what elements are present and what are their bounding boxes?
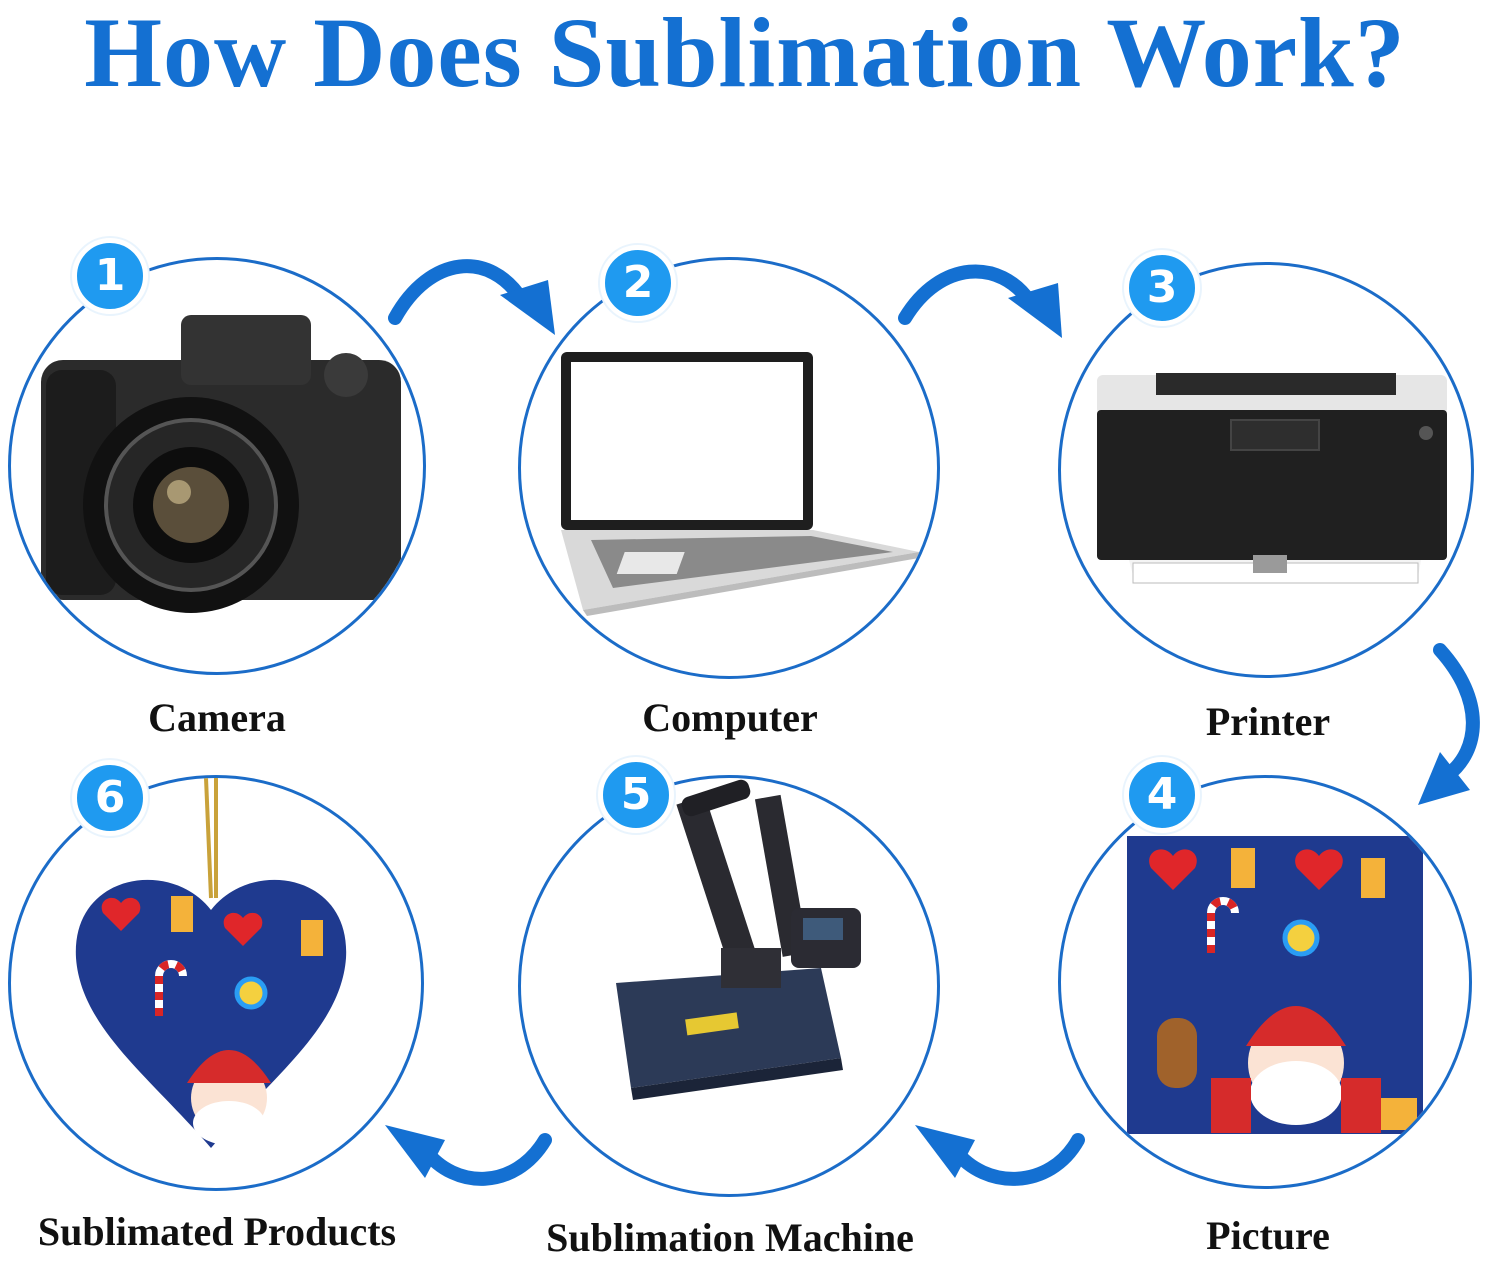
step-label: Printer xyxy=(1205,699,1331,744)
step-number-badge: 5 xyxy=(598,757,674,833)
step-circle xyxy=(1058,775,1472,1189)
arrow-1-to-2 xyxy=(388,259,555,335)
step-number-badge: 4 xyxy=(1124,757,1200,833)
heat-press-icon xyxy=(616,779,861,1100)
arrow-5-to-6 xyxy=(385,1125,552,1186)
step-number-badge: 3 xyxy=(1124,250,1200,326)
camera-icon xyxy=(41,315,401,613)
step-number-badge: 1 xyxy=(72,238,148,314)
step-label: Camera xyxy=(148,695,286,740)
step-circle xyxy=(518,257,940,679)
step-label: Computer xyxy=(642,695,818,740)
arrow-4-to-5 xyxy=(915,1125,1085,1186)
step-number-badge: 2 xyxy=(600,245,676,321)
step-circle xyxy=(518,775,940,1197)
page-title: How Does Sublimation Work? xyxy=(84,0,1406,108)
laptop-icon xyxy=(561,352,919,616)
christmas-print-icon xyxy=(1127,836,1423,1134)
arrow-3-to-4 xyxy=(1418,643,1480,805)
printer-icon xyxy=(1097,373,1447,584)
step-number-badge: 6 xyxy=(72,760,148,836)
step-label: Sublimated Products xyxy=(37,1209,397,1254)
step-label: Sublimation Machine xyxy=(546,1215,914,1260)
step-circle xyxy=(8,257,426,675)
step-circle xyxy=(1058,262,1474,678)
step-label: Picture xyxy=(1206,1213,1330,1258)
arrow-2-to-3 xyxy=(898,264,1062,338)
step-circle xyxy=(8,775,424,1191)
heart-ornament-icon xyxy=(75,778,347,1148)
